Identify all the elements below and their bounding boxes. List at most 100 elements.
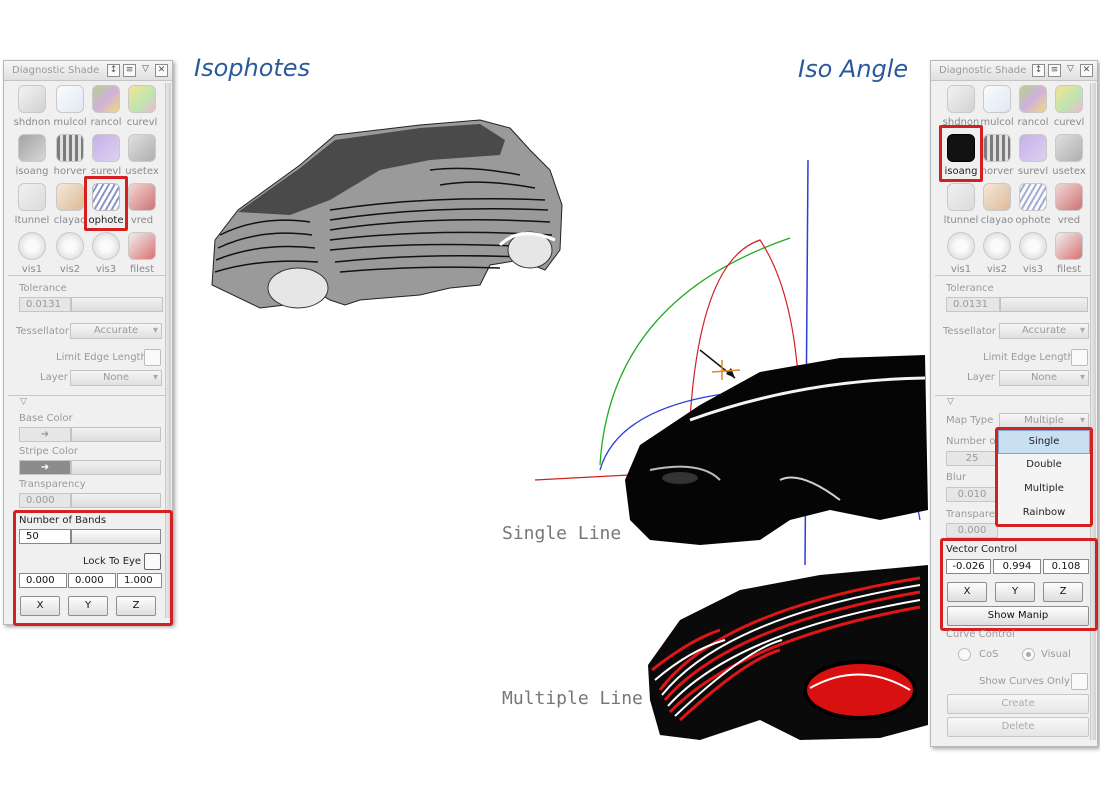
clayao-button[interactable]: clayao (50, 181, 90, 231)
vector-x-field[interactable]: 0.000 (19, 573, 67, 588)
transparency-field[interactable]: 0.000 (946, 523, 998, 538)
clayao-button[interactable]: clayao (977, 181, 1017, 231)
vis3-label: vis3 (1022, 264, 1044, 275)
resize-icon[interactable]: ↕ (1032, 64, 1045, 77)
popup-option-rainbow[interactable]: Rainbow (1022, 507, 1066, 518)
isoang-button[interactable]: isoang (941, 132, 981, 182)
surevl-button[interactable]: surevl (1013, 132, 1053, 182)
vis2-button[interactable]: vis2 (50, 230, 90, 280)
shdnon-button[interactable]: shdnon (12, 83, 52, 133)
list-icon[interactable]: ≡ (1048, 64, 1061, 77)
x-axis-button[interactable]: X (947, 582, 987, 602)
collapse-triangle-icon[interactable]: ▽ (947, 397, 954, 407)
vector-y-field[interactable]: 0.994 (993, 559, 1041, 574)
clayao-icon (56, 183, 84, 211)
filest-button[interactable]: filest (1049, 230, 1089, 280)
transparency-slider[interactable] (71, 493, 161, 508)
collapse-triangle-icon[interactable]: ▽ (20, 397, 27, 407)
number-field[interactable]: 25 (946, 451, 998, 466)
limit-edge-length-checkbox[interactable] (144, 349, 161, 366)
vector-y-field[interactable]: 0.000 (68, 573, 116, 588)
tolerance-field[interactable]: 0.0131 (19, 297, 71, 312)
stripe-color-slider[interactable] (71, 460, 161, 475)
isoang-button[interactable]: isoang (12, 132, 52, 182)
show-curves-only-checkbox[interactable] (1071, 673, 1088, 690)
ltunnel-button[interactable]: ltunnel (941, 181, 981, 231)
z-axis-button[interactable]: Z (116, 596, 156, 616)
mulcol-button[interactable]: mulcol (50, 83, 90, 133)
vector-z-field[interactable]: 0.108 (1043, 559, 1089, 574)
blur-label: Blur (946, 472, 967, 483)
rancol-icon (92, 85, 120, 113)
transparency-label: Transparency (19, 479, 86, 490)
vis1-button[interactable]: vis1 (941, 230, 981, 280)
show-manip-button[interactable]: Show Manip (947, 606, 1089, 626)
tessellator-dropdown[interactable]: Accurate (70, 323, 162, 339)
isophote-button[interactable]: ophote (1013, 181, 1053, 231)
z-axis-button[interactable]: Z (1043, 582, 1083, 602)
blur-field[interactable]: 0.010 (946, 487, 998, 502)
visual-radio[interactable] (1022, 648, 1035, 661)
usetex-button[interactable]: usetex (1049, 132, 1089, 182)
popup-option-single[interactable]: Single (998, 430, 1090, 454)
layer-dropdown[interactable]: None (999, 370, 1089, 386)
curevl-button[interactable]: curevl (1049, 83, 1089, 133)
surevl-button[interactable]: surevl (86, 132, 126, 182)
vred-button[interactable]: vred (122, 181, 162, 231)
rancol-button[interactable]: rancol (1013, 83, 1053, 133)
rancol-button[interactable]: rancol (86, 83, 126, 133)
isophotes-title: Isophotes (194, 54, 311, 82)
shdnon-button[interactable]: shdnon (941, 83, 981, 133)
transparency-field[interactable]: 0.000 (19, 493, 71, 508)
panel-scrollbar[interactable] (1090, 83, 1096, 740)
vred-button[interactable]: vred (1049, 181, 1089, 231)
vis3-button[interactable]: vis3 (1013, 230, 1053, 280)
filest-button[interactable]: filest (122, 230, 162, 280)
delete-button[interactable]: Delete (947, 717, 1089, 737)
y-axis-button[interactable]: Y (995, 582, 1035, 602)
vis3-button[interactable]: vis3 (86, 230, 126, 280)
stripe-color-swatch[interactable]: ➜ (19, 460, 71, 475)
vector-x-field[interactable]: -0.026 (946, 559, 991, 574)
popup-option-double[interactable]: Double (1026, 459, 1062, 470)
filest-icon (1055, 232, 1083, 260)
mulcol-button[interactable]: mulcol (977, 83, 1017, 133)
isophote-button[interactable]: ophote (86, 181, 126, 231)
base-color-slider[interactable] (71, 427, 161, 442)
collapse-icon[interactable]: ▽ (142, 64, 149, 74)
usetex-button[interactable]: usetex (122, 132, 162, 182)
base-color-swatch[interactable]: ➜ (19, 427, 71, 442)
collapse-icon[interactable]: ▽ (1067, 64, 1074, 74)
layer-dropdown[interactable]: None (70, 370, 162, 386)
curevl-button[interactable]: curevl (122, 83, 162, 133)
list-icon[interactable]: ≡ (123, 64, 136, 77)
vector-z-field[interactable]: 1.000 (117, 573, 162, 588)
ltunnel-button[interactable]: ltunnel (12, 181, 52, 231)
vred-icon (128, 183, 156, 211)
tolerance-field[interactable]: 0.0131 (946, 297, 1000, 312)
y-axis-button[interactable]: Y (68, 596, 108, 616)
vis2-button[interactable]: vis2 (977, 230, 1017, 280)
x-axis-button[interactable]: X (20, 596, 60, 616)
lock-to-eye-checkbox[interactable] (144, 553, 161, 570)
close-icon[interactable]: ✕ (1080, 64, 1093, 77)
tessellator-dropdown[interactable]: Accurate (999, 323, 1089, 339)
close-icon[interactable]: ✕ (155, 64, 168, 77)
resize-icon[interactable]: ↕ (107, 64, 120, 77)
vis3-label: vis3 (95, 264, 117, 275)
horver-button[interactable]: horver (50, 132, 90, 182)
limit-edge-length-checkbox[interactable] (1071, 349, 1088, 366)
cos-radio[interactable] (958, 648, 971, 661)
popup-option-multiple[interactable]: Multiple (1024, 483, 1064, 494)
tolerance-slider[interactable] (71, 297, 163, 312)
panel-scrollbar[interactable] (165, 83, 171, 618)
vis1-button[interactable]: vis1 (12, 230, 52, 280)
horver-button[interactable]: horver (977, 132, 1017, 182)
vector-control-label: Vector Control (946, 544, 1018, 555)
lock-to-eye-label: Lock To Eye (83, 556, 142, 567)
number-of-bands-slider[interactable] (71, 529, 161, 544)
tolerance-slider[interactable] (1000, 297, 1088, 312)
curevl-label: curevl (1053, 117, 1085, 128)
number-of-bands-field[interactable]: 50 (19, 529, 71, 544)
create-button[interactable]: Create (947, 694, 1089, 714)
